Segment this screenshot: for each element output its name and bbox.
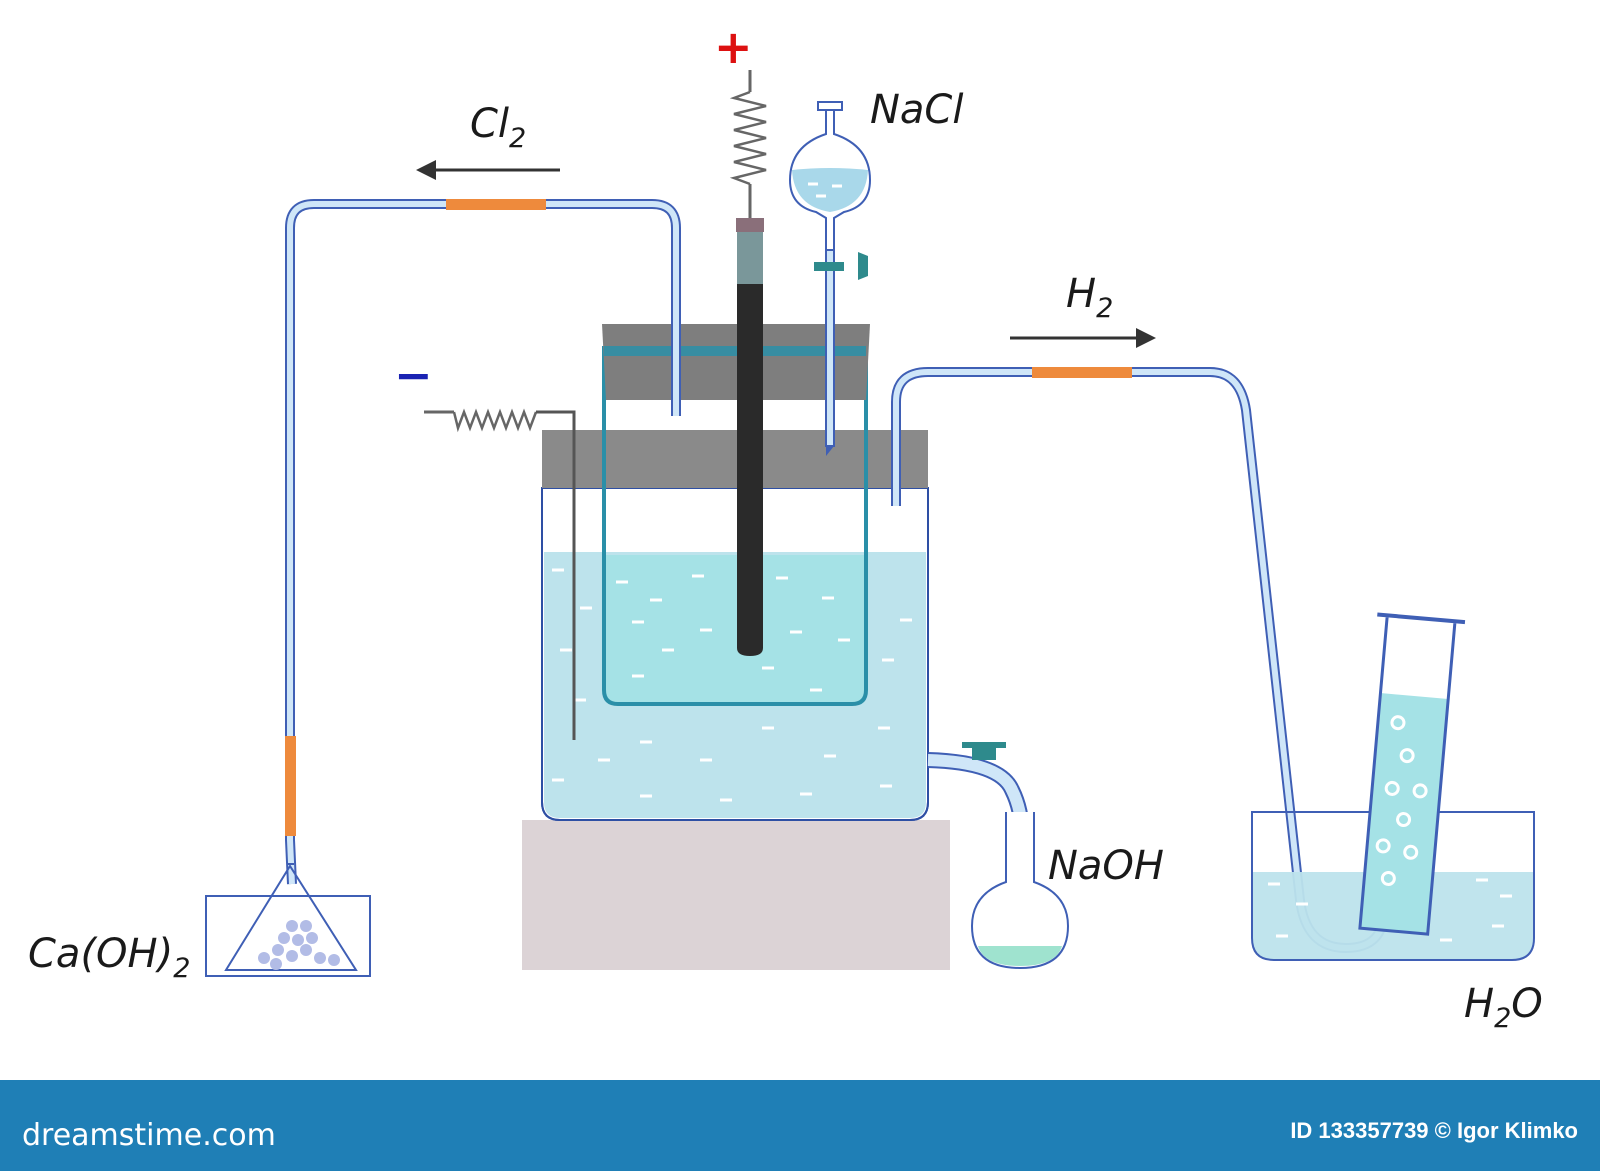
hydrogen-label: H2 [1066, 274, 1113, 322]
chlorine-flow-arrow [416, 160, 560, 180]
hydrogen-formula: H [1066, 271, 1097, 317]
chlorine-subscript: 2 [509, 123, 527, 154]
chlorine-formula: Cl [470, 101, 510, 147]
footer-brand[interactable]: dreamstime.com [22, 1118, 276, 1153]
footer-bar [0, 1080, 1600, 1171]
inner-anode-cell [602, 346, 868, 706]
solution-dashes [552, 568, 912, 802]
separatory-funnel [788, 101, 872, 456]
sodium-hydroxide-label: NaOH [1048, 843, 1164, 889]
hydrogen-subscript: 2 [1096, 293, 1114, 324]
chlorine-tube [285, 199, 681, 885]
water-label: H2O [1464, 984, 1543, 1032]
water-h: H [1464, 981, 1495, 1027]
sodium-hydroxide-flask [970, 812, 1070, 970]
water-subscript: 2 [1494, 1003, 1512, 1034]
inner-lid [602, 324, 870, 400]
stand-block [522, 820, 950, 970]
calcium-hydroxide-dish [205, 863, 371, 977]
outer-lid [542, 430, 928, 488]
calcium-hydroxide-subscript: 2 [173, 953, 191, 984]
cathode [424, 408, 576, 740]
hydrogen-flow-arrow [1010, 328, 1156, 348]
calcium-hydroxide-label: Ca(OH)2 [28, 934, 190, 982]
footer-credit: ID 133357739 © Igor Klimko [1290, 1118, 1578, 1143]
anode-plus-sign: + [714, 20, 753, 74]
sodium-chloride-label: NaCl [870, 87, 964, 133]
chlorine-label: Cl2 [470, 104, 526, 152]
water-o: O [1511, 981, 1543, 1027]
anode [729, 70, 767, 656]
calcium-hydroxide-formula: Ca(OH) [28, 931, 174, 977]
electrolysis-apparatus-diagram [205, 70, 1535, 977]
cathode-minus-sign: − [394, 348, 433, 402]
collection-test-tube [1358, 612, 1466, 936]
